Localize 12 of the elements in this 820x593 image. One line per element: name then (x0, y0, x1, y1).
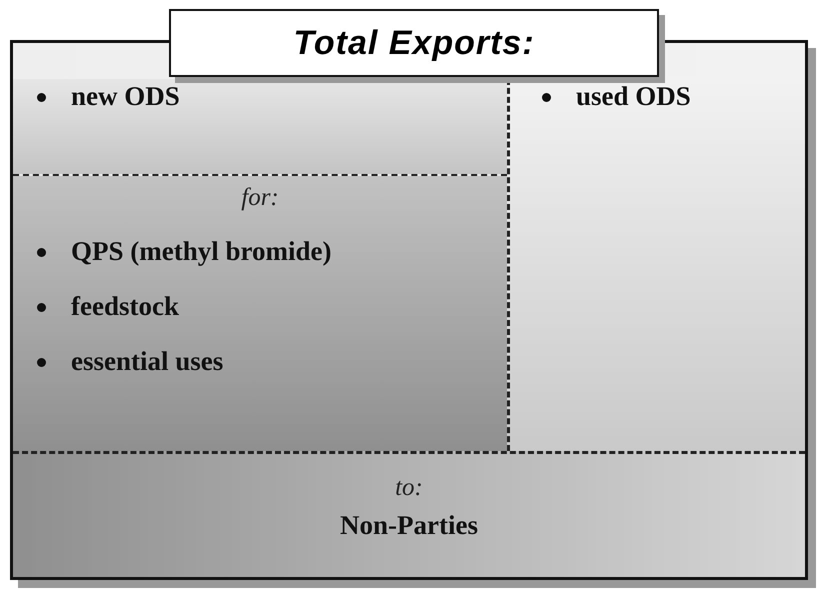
list-item: QPS (methyl bromide) (33, 236, 332, 267)
list-item: feedstock (33, 291, 179, 322)
heading-text: to: (394, 474, 424, 502)
list-item: new ODS (33, 81, 180, 112)
bottom-panel (13, 451, 805, 577)
right-panel (507, 79, 805, 451)
list-item: used ODS (538, 81, 691, 112)
text-label: Non-Parties (339, 510, 479, 541)
upper-left-panel (13, 79, 507, 176)
heading-text: for: (240, 184, 280, 212)
list-item: essential uses (33, 346, 224, 377)
middle-left-panel (13, 176, 507, 451)
